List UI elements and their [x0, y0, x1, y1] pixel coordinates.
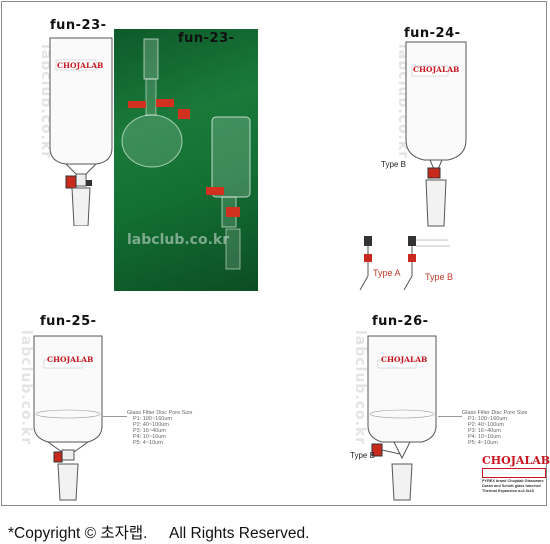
- brand-box-line1: PYREX brand Chojalab Glassware: [482, 479, 544, 483]
- watermark-fun-25: labclub.co.kr: [18, 330, 34, 446]
- watermark-fun-26: labclub.co.kr: [352, 330, 368, 446]
- brand-mark-fun-23: CHOJALAB: [57, 61, 104, 70]
- photo-watermark: labclub.co.kr: [127, 232, 230, 248]
- funnel-fun-25: [33, 335, 103, 501]
- photo-glassware: [121, 38, 251, 270]
- pore-pointer-fun-26: [438, 416, 462, 417]
- title-fun-24: fun-24-: [404, 26, 461, 41]
- type-b-label-fun-26: Type B: [350, 451, 375, 460]
- brand-box-underline: [482, 468, 546, 478]
- pore-row: P4: 10~16um: [468, 434, 501, 440]
- pore-size-header: Glass Filter Disc Pore Size: [127, 410, 193, 416]
- type-a-label-detail: Type A: [373, 268, 401, 278]
- copyright-notice: *Copyright © 초자랩. All Rights Reserved.: [8, 525, 310, 542]
- photo-fun-23: fun-23- labclub.co.kr: [114, 29, 258, 291]
- stopcock-detail-diagram: [359, 236, 450, 291]
- pore-size-list-fun-25: Glass Filter Disc Pore Size P1: 100~160u…: [127, 410, 223, 446]
- pore-row: P3: 16~40um: [133, 428, 166, 434]
- type-b-label-detail: Type B: [425, 272, 454, 282]
- type-b-label-fun-24: Type B: [381, 160, 406, 169]
- pore-row: P3: 16~40um: [468, 428, 501, 434]
- title-fun-23-photo: fun-23-: [178, 31, 235, 46]
- pore-row: P4: 10~16um: [133, 434, 166, 440]
- pore-row: P2: 40~100um: [133, 422, 169, 428]
- brand-box-logo: CHOJALAB: [482, 454, 550, 467]
- pore-row: P5: 4~10um: [468, 440, 498, 446]
- pore-row: P2: 40~100um: [468, 422, 504, 428]
- funnel-fun-23: [49, 37, 113, 226]
- pore-row: P1: 100~160um: [468, 416, 507, 422]
- title-fun-25: fun-25-: [40, 314, 97, 329]
- pore-row: P5: 4~10um: [133, 440, 163, 446]
- brand-mark-fun-26: CHOJALAB: [381, 355, 428, 364]
- brand-mark-fun-24: CHOJALAB: [413, 65, 460, 74]
- brand-mark-fun-25: CHOJALAB: [47, 355, 94, 364]
- content-frame: [1, 1, 547, 506]
- brand-box-line2: Duran and Schott glass tube/rod: [482, 484, 541, 488]
- title-fun-23-drawing: fun-23-: [50, 18, 107, 33]
- pore-size-list-fun-26: Glass Filter Disc Pore Size P1: 100~160u…: [462, 410, 548, 446]
- pore-row: P1: 100~160um: [133, 416, 172, 422]
- title-fun-26: fun-26-: [372, 314, 429, 329]
- funnel-fun-24: [405, 41, 467, 227]
- pore-pointer-fun-25: [103, 416, 127, 417]
- brand-box: CHOJALAB PYREX brand Chojalab Glassware …: [482, 454, 550, 493]
- pore-size-header: Glass Filter Disc Pore Size: [462, 410, 528, 416]
- brand-box-line3: Thermal Expansion a=3.3x10: [482, 489, 535, 493]
- funnel-fun-26: [367, 335, 437, 501]
